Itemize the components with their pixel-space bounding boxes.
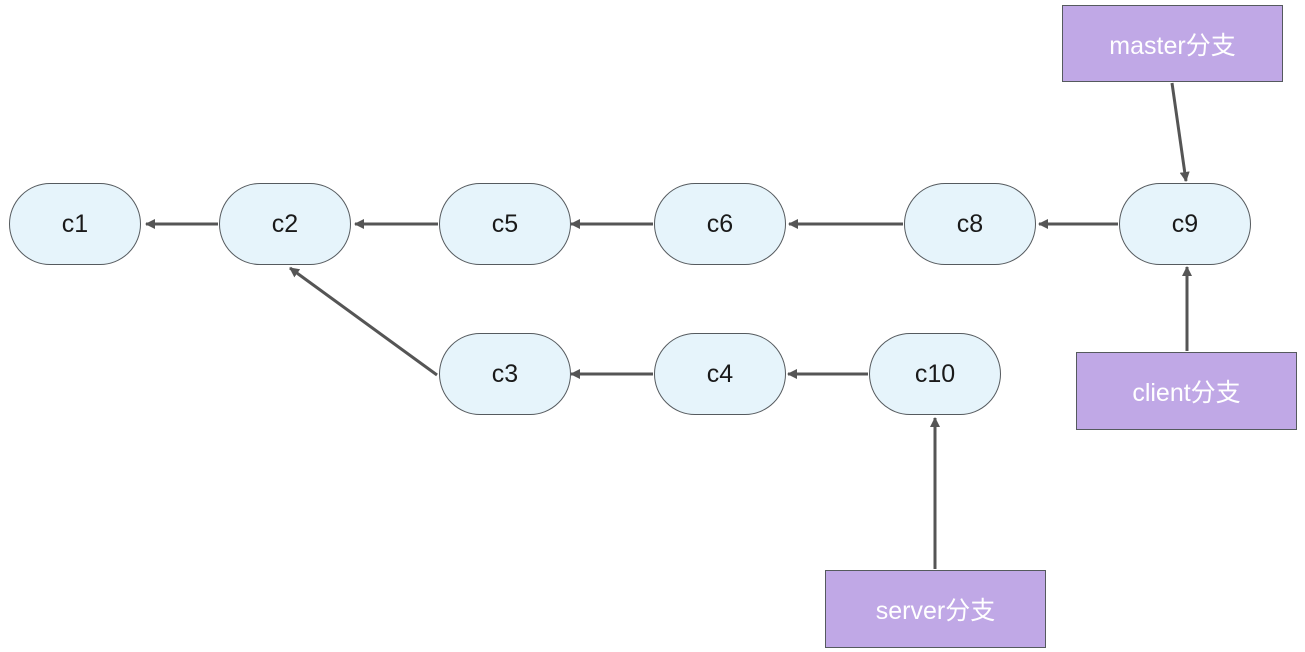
commit-node-c4: c4 — [654, 333, 786, 415]
commit-node-c9: c9 — [1119, 183, 1251, 265]
branch-label-server: server分支 — [825, 570, 1046, 648]
commit-node-c6: c6 — [654, 183, 786, 265]
commit-node-c1: c1 — [9, 183, 141, 265]
edge-master-to-c9 — [1170, 82, 1190, 182]
commit-node-c10: c10 — [869, 333, 1001, 415]
commit-node-c2: c2 — [219, 183, 351, 265]
commit-node-c8: c8 — [904, 183, 1036, 265]
commit-node-c5: c5 — [439, 183, 571, 265]
branch-label-master: master分支 — [1062, 5, 1283, 82]
branch-label-client: client分支 — [1076, 352, 1297, 430]
commit-node-c3: c3 — [439, 333, 571, 415]
edge-c3-to-c2 — [289, 266, 438, 377]
